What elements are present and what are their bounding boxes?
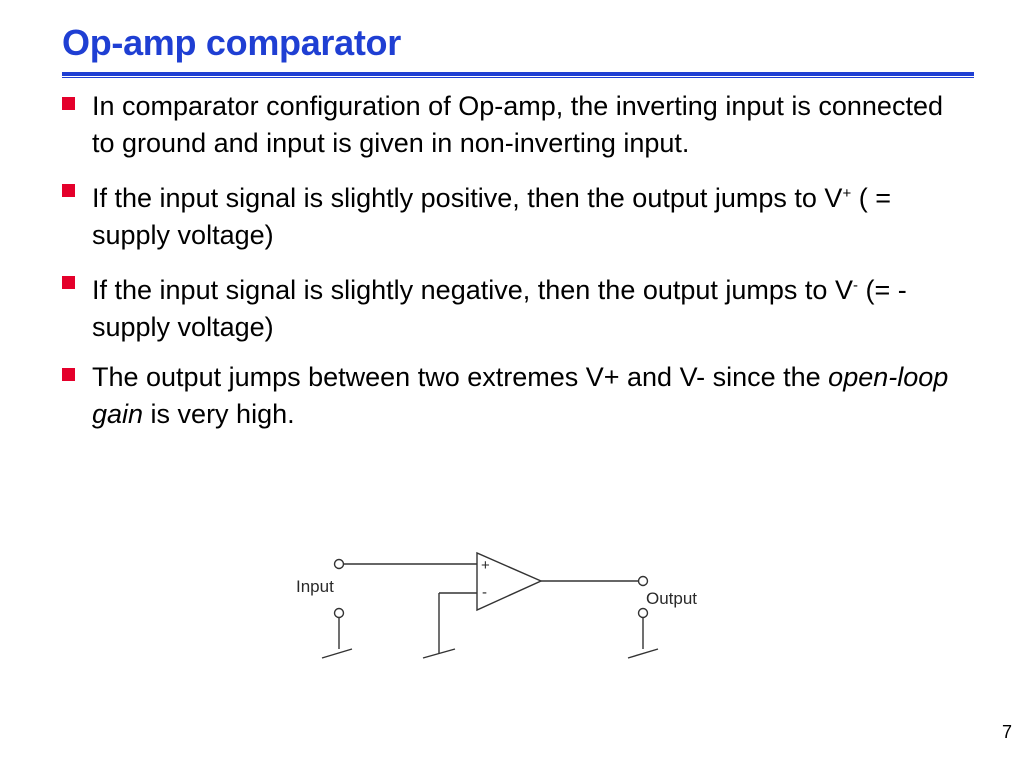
bullet-text-part: is very high. <box>143 399 295 429</box>
bullet-item: If the input signal is slightly positive… <box>62 175 972 254</box>
input-label: Input <box>296 577 334 596</box>
bullet-item: The output jumps between two extremes V+… <box>62 359 972 433</box>
input-terminal <box>333 558 345 570</box>
bullet-square-icon <box>62 276 75 289</box>
bullet-item: If the input signal is slightly negative… <box>62 267 972 346</box>
bullet-list: In comparator configuration of Op-amp, t… <box>62 88 972 446</box>
slide-title: Op-amp comparator <box>62 22 401 63</box>
output-ground-terminal <box>637 607 649 619</box>
bullet-text-part: The output jumps between two extremes V+… <box>92 362 829 392</box>
bullet-square-icon <box>62 184 75 197</box>
bullet-item: In comparator configuration of Op-amp, t… <box>62 88 972 162</box>
superscript: - <box>852 277 858 294</box>
output-label: Output <box>646 589 697 608</box>
bullet-text-part: If the input signal is slightly positive… <box>92 183 843 213</box>
bullet-text: In comparator configuration of Op-amp, t… <box>92 91 943 158</box>
bullet-square-icon <box>62 97 75 110</box>
title-underline <box>62 72 974 78</box>
minus-sign: - <box>482 584 487 601</box>
comparator-circuit-diagram: + - Input Output <box>296 551 697 659</box>
bullet-text: The output jumps between two extremes V+… <box>92 362 948 429</box>
bullet-text-part: (= - supply voltage) <box>92 275 907 342</box>
page-number: 7 <box>1001 722 1012 742</box>
emphasis-text: open-loop gain <box>92 362 949 429</box>
bullet-square-icon <box>62 368 75 381</box>
input-ground-symbol <box>321 648 353 659</box>
plus-sign: + <box>481 557 490 574</box>
bullet-text-part: ( = supply voltage) <box>92 183 891 250</box>
input-ground-terminal <box>333 607 345 619</box>
output-ground-symbol <box>627 648 659 659</box>
bullet-text-part: If the input signal is slightly negative… <box>92 275 853 305</box>
bullet-text: If the input signal is slightly positive… <box>92 183 891 250</box>
op-amp-triangle <box>476 551 543 612</box>
inverting-ground-symbol <box>422 648 456 659</box>
output-terminal <box>637 575 649 587</box>
bullet-text: If the input signal is slightly negative… <box>92 275 907 342</box>
superscript: + <box>842 185 852 202</box>
